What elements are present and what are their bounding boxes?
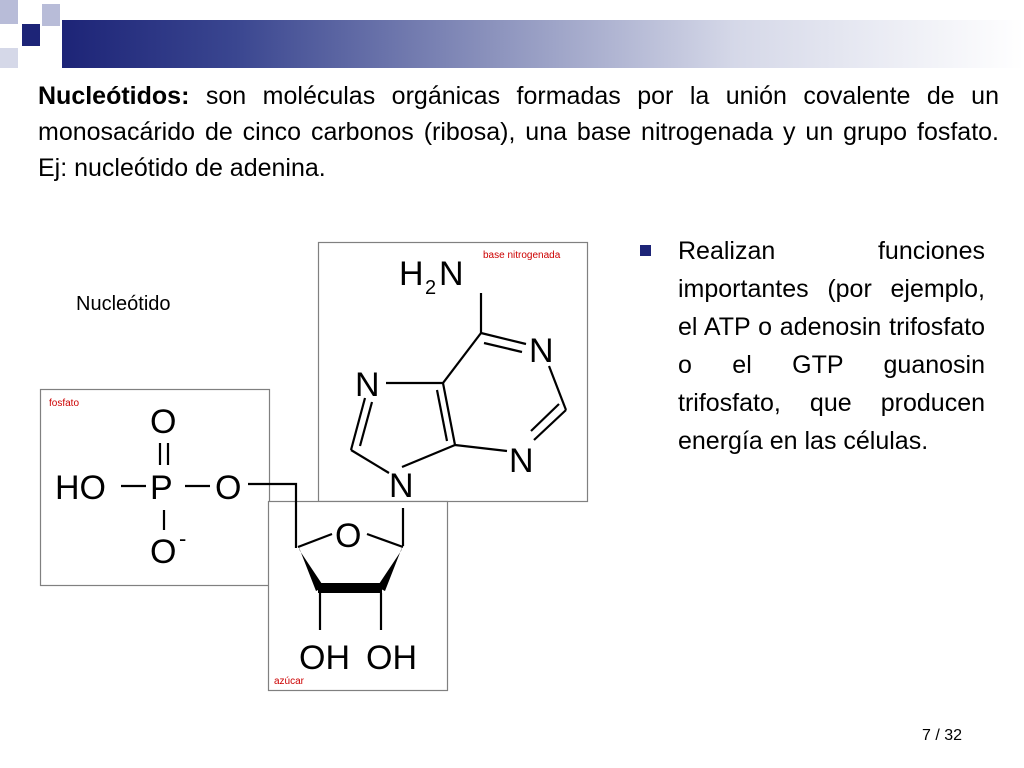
sugar-box xyxy=(267,500,449,692)
ring-oxygen: O xyxy=(335,517,361,555)
hydroxyl-3: OH xyxy=(366,639,417,677)
phosphate-box xyxy=(39,388,271,587)
header-deco-square xyxy=(42,4,60,26)
adenine-base: N N N N H 2 N xyxy=(349,255,568,505)
phosphate-oxygen-bottom: O xyxy=(150,533,176,571)
intro-paragraph: Nucleótidos: son moléculas orgánicas for… xyxy=(38,78,999,186)
ribose-ring: O OH OH xyxy=(297,508,417,677)
charge-minus: - xyxy=(179,526,186,551)
linker-bond xyxy=(248,482,298,548)
hydroxyl-2: OH xyxy=(299,639,350,677)
intro-text: son moléculas orgánicas formadas por la … xyxy=(38,82,999,182)
header-deco-square xyxy=(0,48,18,68)
bullet-text: Realizan funciones importantes (por ejem… xyxy=(678,237,985,455)
phosphate-group: O HO P O O - xyxy=(55,403,241,571)
phosphorus-atom: P xyxy=(150,469,173,507)
header-deco-square xyxy=(0,0,18,24)
square-bullet-icon xyxy=(640,245,651,256)
n7-atom: N xyxy=(355,366,380,404)
intro-term: Nucleótidos: xyxy=(38,82,190,110)
bridge-oxygen: O xyxy=(215,469,241,507)
n3-atom: N xyxy=(509,442,534,480)
amino-subscript: 2 xyxy=(425,277,436,299)
nucleotide-diagram: Nucleótido fosfato base nitrogenada azúc… xyxy=(39,241,589,692)
phosphate-hydroxyl: HO xyxy=(55,469,106,507)
bullet-item: Realizan funciones importantes (por ejem… xyxy=(640,232,985,460)
header-deco-square xyxy=(40,46,60,68)
amino-h: H xyxy=(399,255,424,293)
sugar-label: azúcar xyxy=(274,676,305,687)
n9-atom: N xyxy=(389,467,414,505)
phosphate-oxygen-top: O xyxy=(150,403,176,441)
bullet-list: Realizan funciones importantes (por ejem… xyxy=(640,232,985,460)
base-label: base nitrogenada xyxy=(483,250,561,261)
phosphate-label: fosfato xyxy=(49,398,79,409)
header-deco-square xyxy=(22,24,40,46)
figure-title: Nucleótido xyxy=(76,293,171,315)
page-number: 7 / 32 xyxy=(921,727,962,744)
amino-n: N xyxy=(439,255,464,293)
n1-atom: N xyxy=(529,332,554,370)
header-gradient-bar xyxy=(62,20,1024,68)
